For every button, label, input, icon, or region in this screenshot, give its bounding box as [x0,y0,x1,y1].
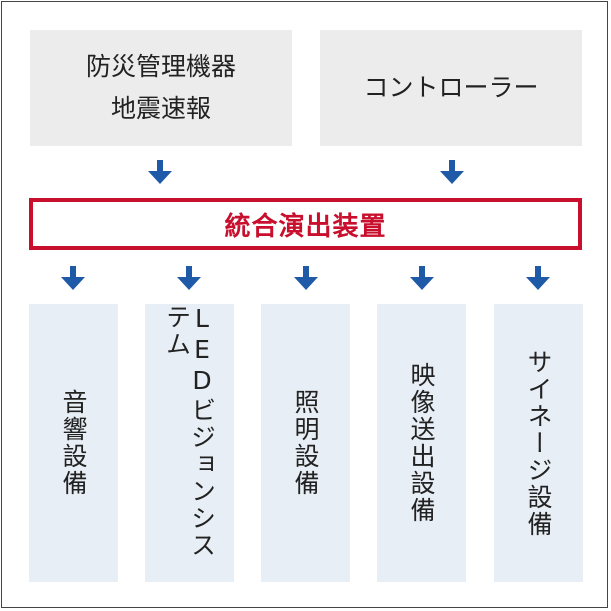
output-label: 照明設備 [291,389,320,497]
output-label: LEDビジョンシステム [162,304,217,559]
output-label: 音響設備 [59,389,88,497]
output-box-led-vision: LEDビジョンシステム [145,304,234,582]
source-label-line1: コントローラー [363,73,539,102]
source-label-line2: 地震速報 [110,94,211,123]
hub-label: 統合演出装置 [224,211,387,242]
output-box-signage: サイネージ設備 [494,304,583,582]
output-box-lighting: 照明設備 [261,304,350,582]
output-box-audio: 音響設備 [29,304,118,582]
output-label: 映像送出設備 [407,362,436,524]
hub-box-integrated-device: 統合演出装置 [29,198,582,250]
source-box-disaster-equipment: 防災管理機器 地震速報 [30,30,292,146]
output-box-video: 映像送出設備 [377,304,466,582]
output-label: サイネージ設備 [524,348,553,538]
source-box-controller: コントローラー [320,30,582,146]
source-label-line1: 防災管理機器 [85,52,236,81]
